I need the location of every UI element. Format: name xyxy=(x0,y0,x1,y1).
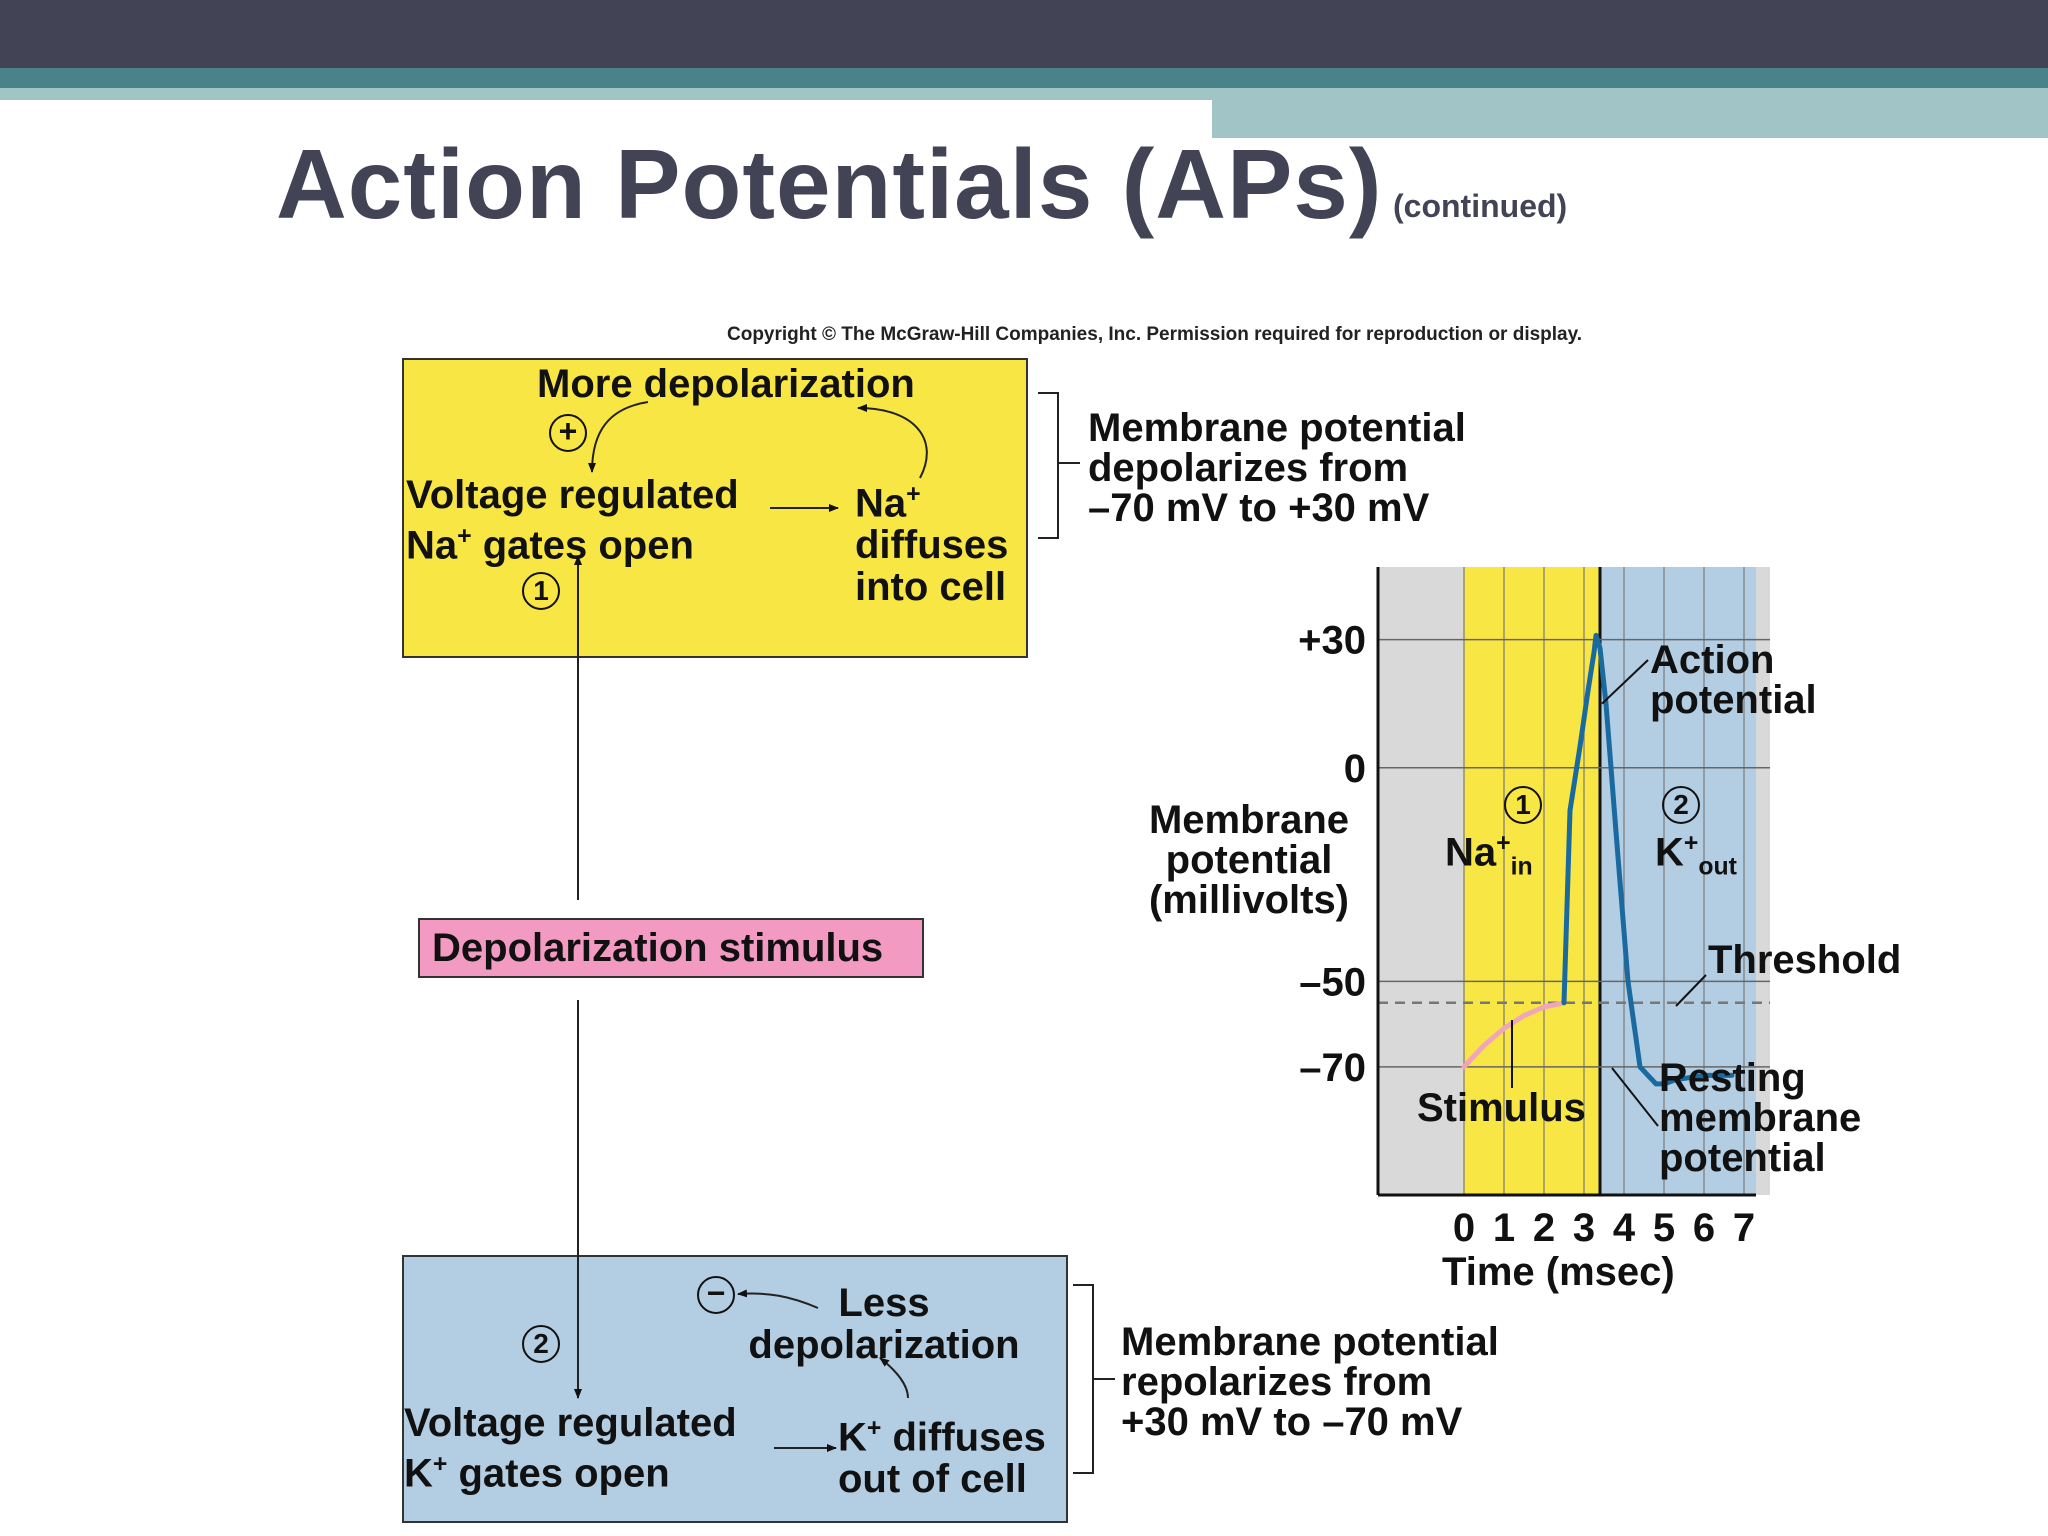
stimulus-box xyxy=(418,918,924,978)
repolarizes-note: Membrane potential repolarizes from +30 … xyxy=(1121,1320,1499,1444)
y-tick-label: +30 xyxy=(1298,619,1366,663)
header-bar-teal xyxy=(0,68,2048,88)
action-potential-label: Action potential xyxy=(1650,638,1817,722)
arrow-less-depol-to-minus xyxy=(737,1289,819,1309)
header-bar-dark xyxy=(0,0,2048,68)
x-tick-label: 4 xyxy=(1613,1206,1636,1250)
chart-step-1-badge: 1 xyxy=(1504,786,1542,824)
y-tick-label: –50 xyxy=(1299,960,1366,1004)
na-in-label: Na+in xyxy=(1445,830,1533,881)
repolarization-box xyxy=(402,1255,1068,1523)
x-tick-label: 6 xyxy=(1693,1206,1715,1250)
x-axis-label: Time (msec) xyxy=(1442,1250,1675,1294)
arrow-more-depol-to-gates xyxy=(588,401,649,473)
na-diffuses-label: Na+ diffuses into cell xyxy=(855,481,1009,610)
y-tick-label: 0 xyxy=(1344,747,1366,791)
less-depolarization-label: Less depolarization xyxy=(748,1281,1020,1367)
x-tick-label: 7 xyxy=(1733,1206,1755,1250)
na-gates-label: Voltage regulated Na+ gates open xyxy=(406,473,739,568)
k-out-label: K+out xyxy=(1655,830,1737,881)
copyright-notice: Copyright © The McGraw-Hill Companies, I… xyxy=(727,324,1583,345)
x-tick-label: 0 xyxy=(1453,1206,1475,1250)
depolarization-box xyxy=(402,358,1028,658)
depolarization-stimulus-label: Depolarization stimulus xyxy=(432,926,884,970)
arrow-k-to-less-depol xyxy=(879,1357,909,1399)
resting-potential-label: Resting membrane potential xyxy=(1659,1056,1862,1180)
x-tick-label: 5 xyxy=(1653,1206,1675,1250)
step-2-badge: 2 xyxy=(522,1325,560,1363)
depolarizes-note: Membrane potential depolarizes from –70 … xyxy=(1088,406,1466,530)
chart-step-2-badge: 2 xyxy=(1662,786,1700,824)
x-tick-label: 3 xyxy=(1573,1206,1595,1250)
top-bracket xyxy=(1038,392,1059,539)
action-potential-leader xyxy=(1601,659,1649,705)
threshold-leader xyxy=(1675,974,1707,1007)
resting-leader xyxy=(1611,1067,1659,1127)
arrow-na-to-more-depol xyxy=(857,404,928,479)
x-tick-label: 2 xyxy=(1533,1206,1555,1250)
step-1-badge: 1 xyxy=(522,572,560,610)
slide-subtitle: (continued) xyxy=(1393,188,1568,224)
more-depolarization-label: More depolarization xyxy=(537,362,915,406)
y-axis-label: Membrane potential (millivolts) xyxy=(1148,798,1350,922)
plus-sign-icon: + xyxy=(549,414,587,452)
slide-title: Action Potentials (APs) xyxy=(276,129,1383,239)
stimulus-label: Stimulus xyxy=(1417,1086,1586,1130)
header-bar-light xyxy=(0,88,1212,100)
stimulus-trace xyxy=(1461,1000,1567,1070)
threshold-label: Threshold xyxy=(1708,938,1902,982)
k-gates-label: Voltage regulated K+ gates open xyxy=(404,1401,737,1496)
phase-region-2 xyxy=(1600,567,1756,1195)
minus-sign-icon: − xyxy=(697,1276,735,1314)
x-tick-label: 1 xyxy=(1493,1206,1515,1250)
action-potential-trace xyxy=(1561,632,1735,1087)
header-bar-light-right xyxy=(1212,88,2048,138)
k-diffuses-label: K+ diffuses out of cell xyxy=(838,1415,1046,1502)
phase-region-1 xyxy=(1464,567,1600,1195)
y-tick-label: –70 xyxy=(1299,1046,1366,1090)
